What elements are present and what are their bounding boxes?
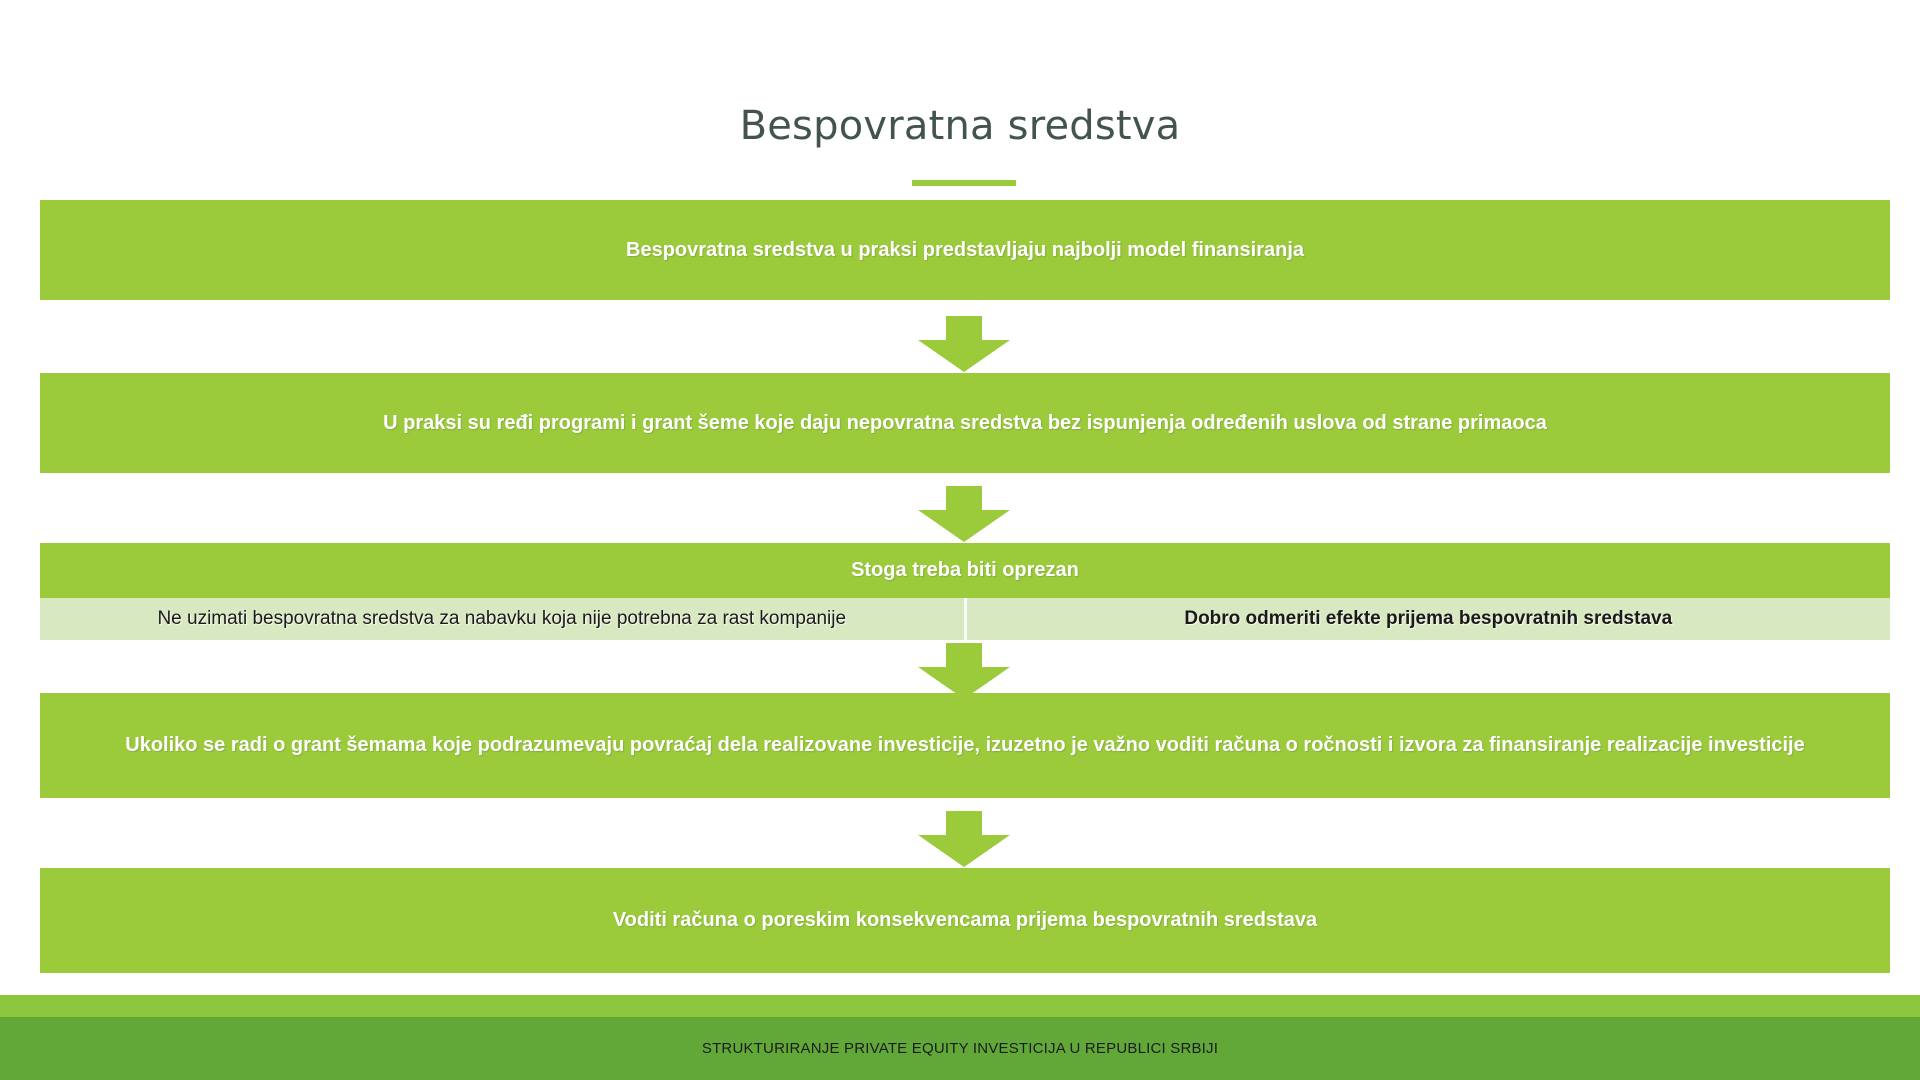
flow-band-3-text: Stoga treba biti oprezan bbox=[851, 559, 1079, 581]
flow-subrow: Ne uzimati bespovratna sredstva za nabav… bbox=[40, 598, 1890, 640]
flow-band-1: Bespovratna sredstva u praksi predstavlj… bbox=[40, 200, 1890, 300]
footer-text: STRUKTURIRANJE PRIVATE EQUITY INVESTICIJ… bbox=[701, 1040, 1219, 1057]
arrow-down-icon bbox=[914, 316, 1014, 372]
flow-subrow-item-left: Ne uzimati bespovratna sredstva za nabav… bbox=[157, 607, 847, 629]
flow-band-4: Ukoliko se radi o grant šemama koje podr… bbox=[40, 693, 1890, 798]
arrow-down-icon bbox=[914, 811, 1014, 867]
title-underline-accent bbox=[912, 180, 1016, 186]
footer-bar: STRUKTURIRANJE PRIVATE EQUITY INVESTICIJ… bbox=[0, 1017, 1920, 1080]
arrow-down-icon bbox=[914, 486, 1014, 542]
flow-band-5-text: Voditi računa o poreskim konsekvencama p… bbox=[612, 909, 1318, 931]
flow-subrow-item-right: Dobro odmeriti efekte prijema bespovratn… bbox=[1184, 607, 1673, 629]
arrow-down-icon bbox=[914, 643, 1014, 699]
page-title: Bespovratna sredstva bbox=[739, 103, 1181, 149]
flow-band-2-text: U praksi su ređi programi i grant šeme k… bbox=[383, 411, 1547, 434]
footer-accent-strip bbox=[0, 995, 1920, 1017]
flow-band-2: U praksi su ređi programi i grant šeme k… bbox=[40, 373, 1890, 473]
flow-band-3: Stoga treba biti oprezan bbox=[40, 543, 1890, 598]
flow-band-1-text: Bespovratna sredstva u praksi predstavlj… bbox=[626, 238, 1304, 261]
flow-band-4-text: Ukoliko se radi o grant šemama koje podr… bbox=[125, 734, 1805, 756]
subrow-divider bbox=[963, 598, 967, 640]
flow-band-5: Voditi računa o poreskim konsekvencama p… bbox=[40, 868, 1890, 973]
